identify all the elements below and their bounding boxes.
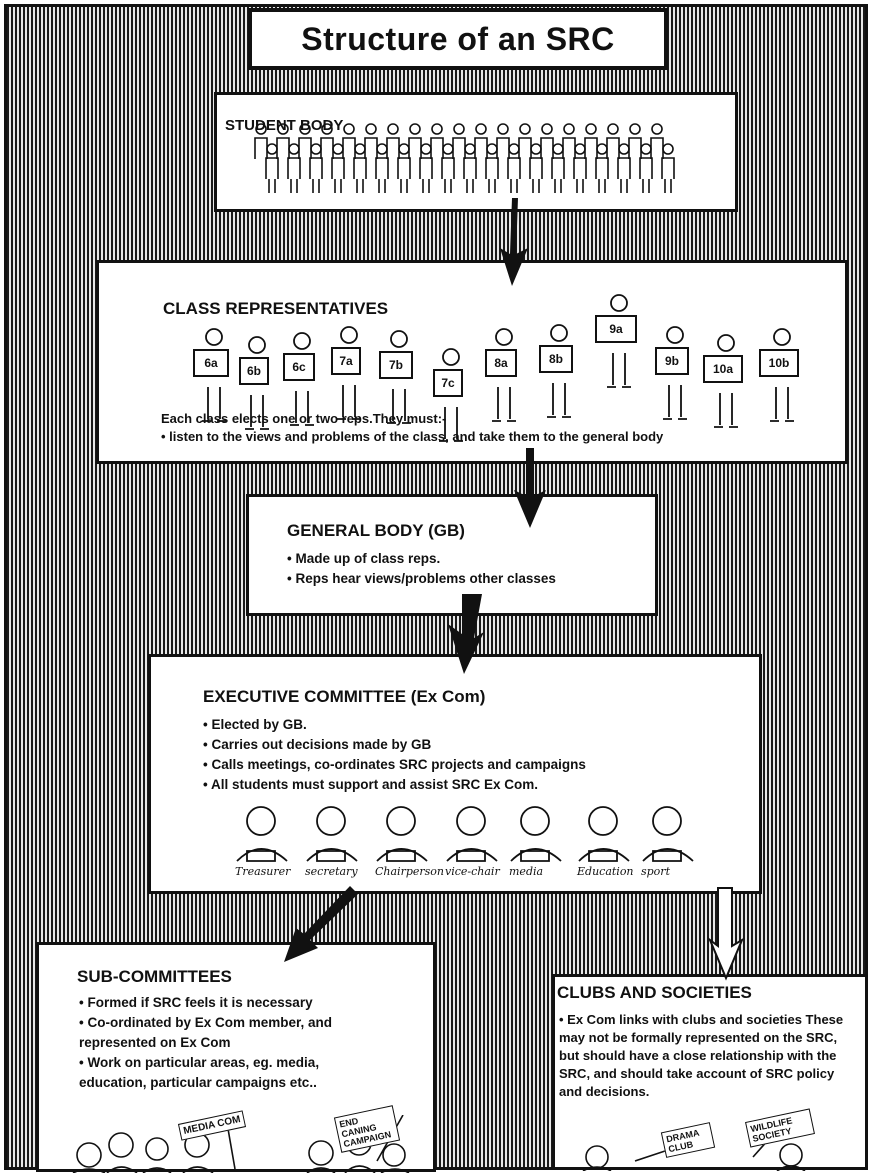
class-reps-text-2: • listen to the views and problems of th… xyxy=(161,429,664,444)
class-rep-figure xyxy=(483,327,525,432)
class-sign-9b: 9b xyxy=(655,347,689,375)
class-rep-figure xyxy=(377,329,421,434)
arrow-student-to-reps xyxy=(500,198,528,286)
class-rep-figure xyxy=(537,323,581,428)
arrow-exec-to-subcommittees xyxy=(284,886,358,962)
class-sign-10a: 10a xyxy=(703,355,743,383)
class-reps-text-1: Each class elects one or two reps.They m… xyxy=(161,411,447,426)
class-sign-7a: 7a xyxy=(331,347,361,375)
class-sign-6a: 6a xyxy=(193,349,229,377)
class-reps-heading: CLASS REPRESENTATIVES xyxy=(163,299,389,318)
list-item: Calls meetings, co-ordinates SRC project… xyxy=(203,755,585,775)
officer-role-label: media xyxy=(509,865,544,878)
class-sign-10b: 10b xyxy=(759,349,799,377)
officer-figure xyxy=(443,803,503,868)
officer-role-label: Chairperson xyxy=(375,865,444,878)
officer-figure xyxy=(639,803,699,868)
officer-figure xyxy=(507,803,567,868)
class-sign-9a: 9a xyxy=(595,315,637,343)
officer-figure xyxy=(373,803,433,868)
class-rep-figure xyxy=(701,333,751,438)
arrow-exec-to-clubs xyxy=(707,887,745,981)
class-sign-6b: 6b xyxy=(239,357,269,385)
executive-list: Elected by GB. Carries out decisions mad… xyxy=(203,715,586,795)
class-rep-figure xyxy=(431,347,471,452)
sub-committees-box: SUB-COMMITTEES Formed if SRC feels it is… xyxy=(36,942,436,1173)
officer-role-label: sport xyxy=(641,865,670,878)
class-rep-figure xyxy=(329,325,369,430)
executive-box: EXECUTIVE COMMITTEE (Ex Com) Elected by … xyxy=(148,654,762,894)
list-item: Formed if SRC feels it is necessary xyxy=(79,993,379,1013)
sub-committees-heading: SUB-COMMITTEES xyxy=(77,967,232,986)
executive-heading: EXECUTIVE COMMITTEE (Ex Com) xyxy=(203,687,486,706)
class-rep-figure xyxy=(757,327,807,432)
sub-committees-list: Formed if SRC feels it is necessary Co-o… xyxy=(79,993,379,1093)
page-title: Structure of an SRC xyxy=(301,20,615,57)
list-item: Elected by GB. xyxy=(203,715,586,735)
class-sign-7c: 7c xyxy=(433,369,463,397)
arrow-reps-to-gb xyxy=(514,448,546,528)
list-item: Made up of class reps. xyxy=(287,549,556,569)
class-sign-8a: 8a xyxy=(485,349,517,377)
class-rep-figure xyxy=(281,331,323,436)
general-body-list: Made up of class reps. Reps hear views/p… xyxy=(287,549,556,589)
class-reps-illustration: 6a 6b 6c 7a 7b 7c 8a 8b 9a xyxy=(99,263,845,461)
class-rep-figure xyxy=(237,335,277,440)
class-rep-figure xyxy=(191,327,237,432)
title-box: Structure of an SRC xyxy=(248,8,668,70)
class-rep-figure xyxy=(653,325,697,430)
executive-officers-illustration: Treasurer secretary Chairperson vice-cha… xyxy=(151,657,759,891)
class-sign-8b: 8b xyxy=(539,345,573,373)
officer-role-label: vice-chair xyxy=(445,865,500,878)
student-body-box: STUDENT BODY xyxy=(214,92,738,212)
officer-figure xyxy=(303,803,363,868)
student-crowd-illustration xyxy=(254,123,675,193)
clubs-heading: CLUBS AND SOCIETIES xyxy=(557,983,752,1002)
arrow-gb-to-exec xyxy=(448,594,484,674)
officer-role-label: Treasurer xyxy=(235,865,291,878)
list-item: Work on particular areas, eg. media, edu… xyxy=(79,1053,379,1093)
officer-figure xyxy=(575,803,635,868)
class-sign-7b: 7b xyxy=(379,351,413,379)
general-body-box: GENERAL BODY (GB) Made up of class reps.… xyxy=(246,494,658,616)
general-body-heading: GENERAL BODY (GB) xyxy=(287,521,465,540)
list-item: Carries out decisions made by GB xyxy=(203,735,586,755)
list-item: Reps hear views/problems other classes xyxy=(287,569,555,589)
clubs-box: CLUBS AND SOCIETIES • Ex Com links with … xyxy=(552,974,868,1171)
class-sign-6c: 6c xyxy=(283,353,315,381)
student-body-heading: STUDENT BODY xyxy=(225,117,344,134)
list-item: All students must support and assist SRC… xyxy=(203,775,586,795)
clubs-text: • Ex Com links with clubs and societies … xyxy=(559,1012,844,1099)
officer-figure xyxy=(233,803,293,868)
officer-role-label: secretary xyxy=(305,865,358,878)
list-item: Co-ordinated by Ex Com member, and repre… xyxy=(79,1013,379,1053)
class-reps-box: CLASS REPRESENTATIVES 6a 6b 6c 7a 7b 7c … xyxy=(96,260,848,464)
class-rep-figure xyxy=(593,293,645,398)
officer-role-label: Education xyxy=(577,865,634,878)
clubs-illustration xyxy=(582,1138,806,1171)
